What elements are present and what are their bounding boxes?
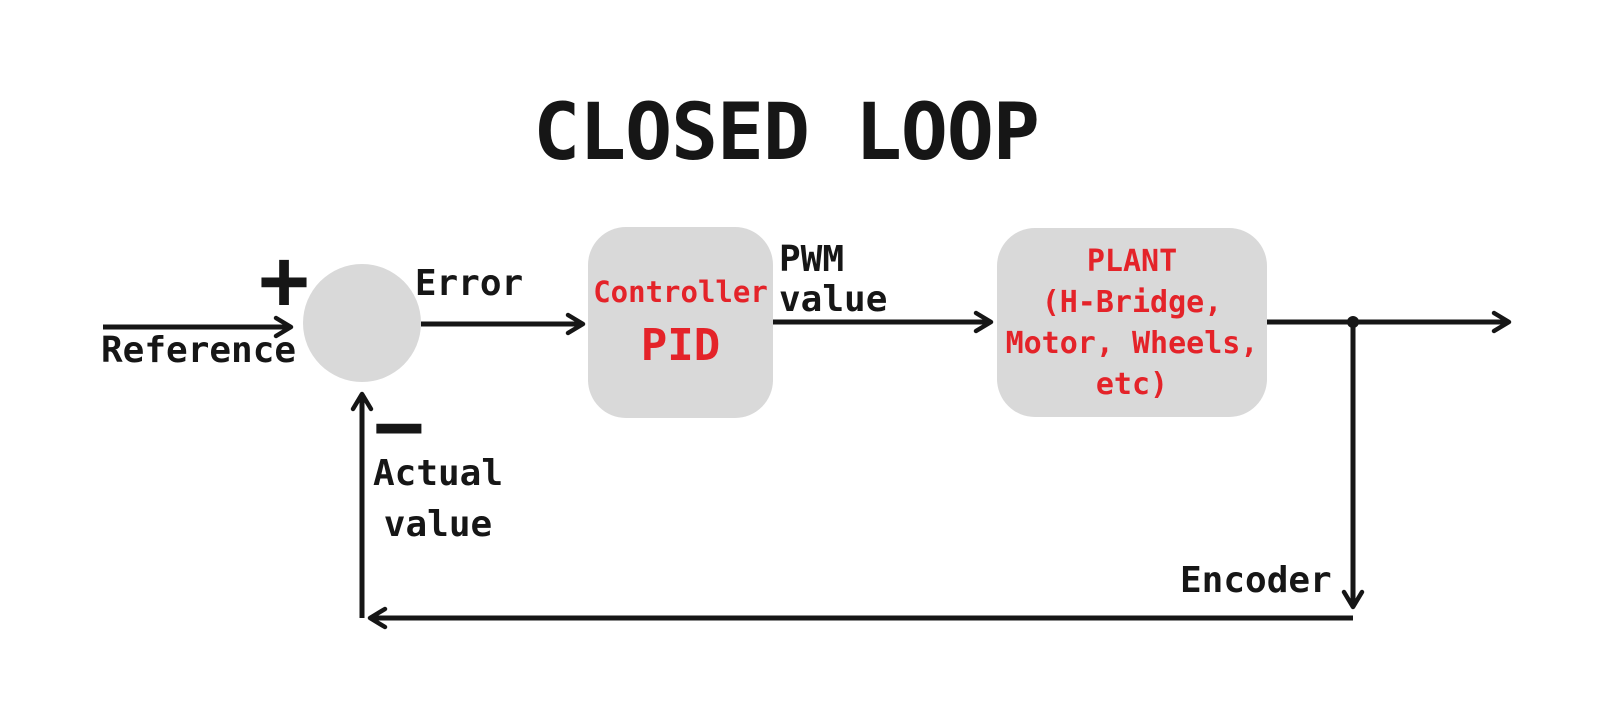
actual-value-label-line1: Actual <box>372 453 504 494</box>
actual-value-label: Actual value <box>373 448 503 550</box>
controller-block: Controller PID <box>588 227 773 418</box>
plus-sign: + <box>258 231 310 329</box>
summing-junction-circle <box>303 264 421 382</box>
pwm-value-label-line2: value <box>779 279 888 320</box>
plant-block-line: (H-Bridge, <box>1041 285 1223 320</box>
plant-block-line: PLANT <box>1086 244 1178 279</box>
pwm-value-label-line1: PWM <box>779 239 845 280</box>
output-tap-junction-dot <box>1347 316 1359 328</box>
error-label: Error <box>414 263 524 304</box>
minus-sign: − <box>373 377 425 475</box>
diagram-title: CLOSED LOOP <box>533 88 1040 178</box>
actual-value-label-line2: value <box>383 504 493 545</box>
pwm-value-label: PWM value <box>779 240 887 320</box>
plant-block-line: Motor, Wheels, <box>1005 326 1259 361</box>
controller-block-name: PID <box>640 320 721 371</box>
controller-block-role: Controller <box>593 275 768 309</box>
plant-block: PLANT (H-Bridge, Motor, Wheels, etc) <box>997 228 1267 417</box>
plant-block-line: etc) <box>1095 367 1169 402</box>
reference-label: Reference <box>101 330 297 371</box>
encoder-label: Encoder <box>1180 560 1332 601</box>
